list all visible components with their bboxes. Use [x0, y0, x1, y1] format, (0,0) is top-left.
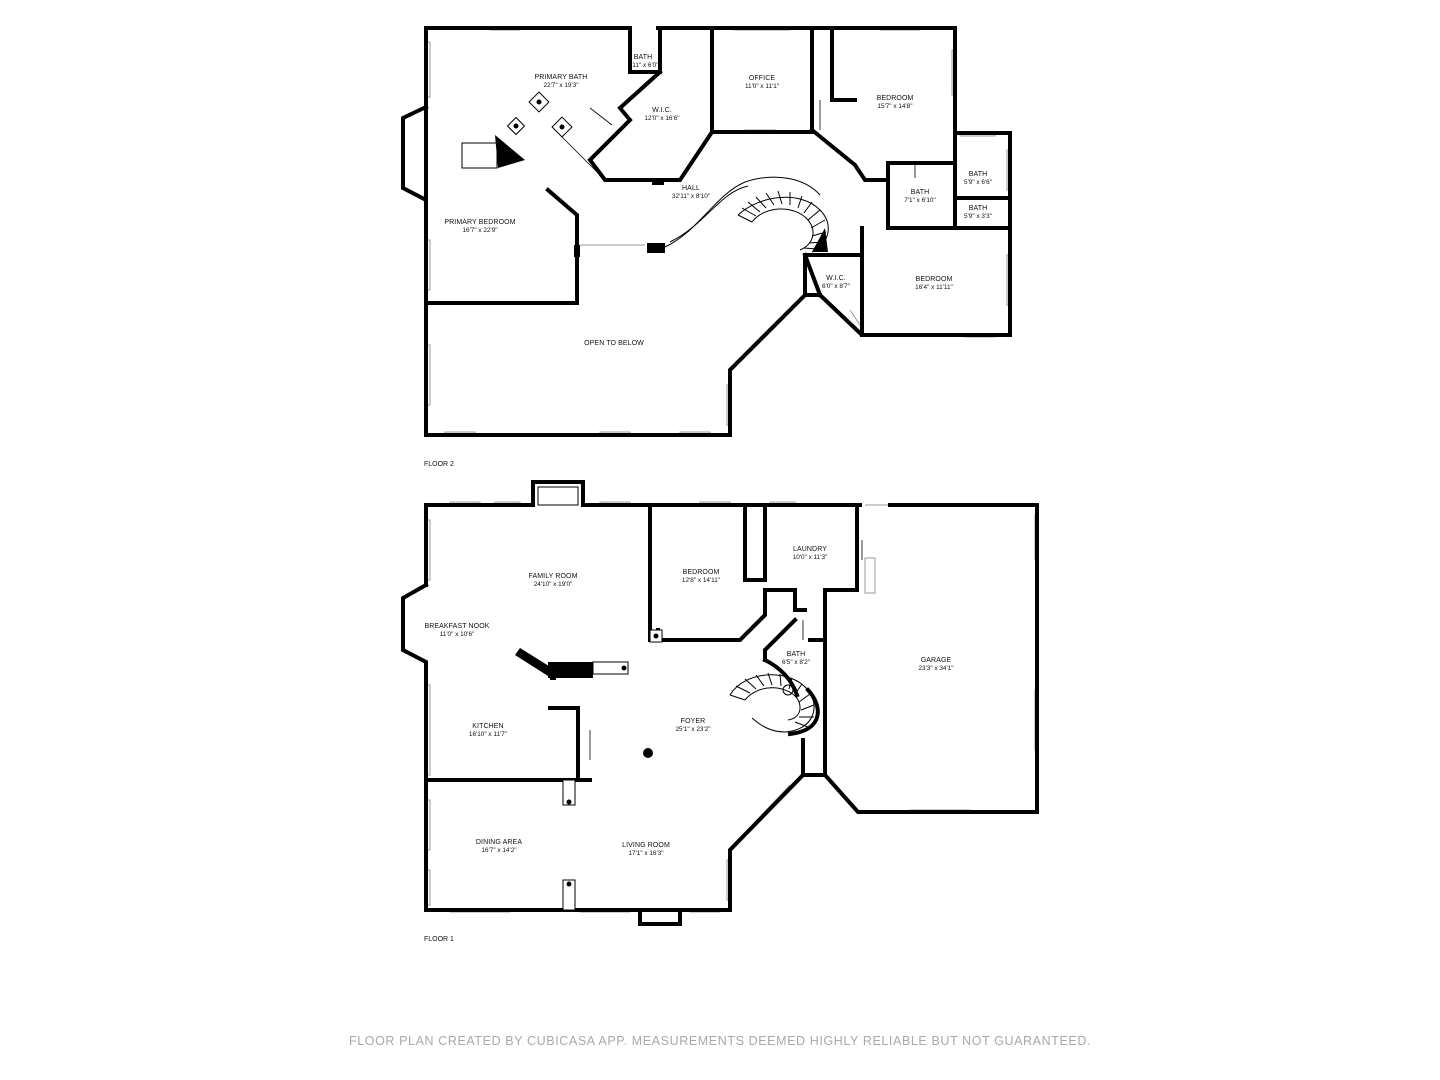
- floor-label: FLOOR 1: [424, 936, 454, 943]
- floor-1-interior-walls: [424, 503, 859, 911]
- room-dimensions: 16'4" x 11'11": [915, 284, 953, 291]
- room-dimensions: 5'9" x 3'3": [964, 213, 992, 220]
- room-dimensions: 5'9" x 6'6": [964, 179, 992, 186]
- room-dimensions: 24'10" x 19'0": [534, 581, 573, 588]
- room-dimensions: 16'10" x 11'7": [469, 731, 507, 738]
- room-dimensions: 23'3" x 34'1": [918, 665, 953, 672]
- floor-2-doors: [819, 100, 916, 210]
- room-name: BEDROOM: [916, 276, 953, 283]
- floor-1-labels: FAMILY ROOM 24'10" x 19'0" BEDROOM 12'8"…: [424, 546, 954, 943]
- room-dimensions: 17'1" x 16'3": [628, 850, 663, 857]
- floor-2-plan: PRIMARY BATH 22'7" x 19'3" BATH 2'11" x …: [401, 26, 1012, 468]
- room-dimensions: 15'7" x 14'8": [877, 103, 912, 110]
- room-dimensions: 12'0" x 16'6": [644, 115, 679, 122]
- room-name: BEDROOM: [683, 569, 720, 576]
- room-name: BATH: [634, 54, 653, 61]
- room-dimensions: 2'11" x 6'0": [627, 62, 658, 69]
- room-name: LIVING ROOM: [622, 842, 670, 849]
- room-name: PRIMARY BATH: [535, 74, 588, 81]
- room-name: BEDROOM: [877, 95, 914, 102]
- room-name: OPEN TO BELOW: [584, 340, 644, 347]
- room-name: LAUNDRY: [793, 546, 827, 553]
- room-name: KITCHEN: [472, 723, 503, 730]
- room-name: BREAKFAST NOOK: [424, 623, 489, 630]
- room-name: OFFICE: [749, 75, 775, 82]
- room-name: BATH: [969, 171, 988, 178]
- room-name: FAMILY ROOM: [528, 573, 577, 580]
- room-name: W.I.C.: [652, 107, 672, 114]
- room-dimensions: 12'8" x 14'11": [682, 577, 720, 584]
- room-dimensions: 7'1" x 6'10": [904, 197, 936, 204]
- floor-2-labels: PRIMARY BATH 22'7" x 19'3" BATH 2'11" x …: [424, 54, 992, 468]
- room-dimensions: 10'0" x 11'3": [793, 554, 828, 561]
- floor-1-doors: [589, 540, 863, 760]
- disclaimer-footer: FLOOR PLAN CREATED BY CUBICASA APP. MEAS…: [348, 1034, 1092, 1048]
- room-dimensions: 11'0" x 11'1": [745, 83, 779, 90]
- floor-1-exterior-walls: [401, 480, 1039, 912]
- floor-1-plan: FAMILY ROOM 24'10" x 19'0" BEDROOM 12'8"…: [401, 480, 1039, 943]
- room-dimensions: 6'0" x 8'7": [822, 283, 850, 290]
- floor-1-staircase: [729, 657, 820, 737]
- room-dimensions: 16'7" x 22'9": [462, 227, 497, 234]
- room-name: DINING AREA: [476, 839, 522, 846]
- room-name: BATH: [911, 189, 930, 196]
- room-dimensions: 32'11" x 8'10": [672, 193, 710, 200]
- room-name: BATH: [787, 651, 806, 658]
- floor-1-fireplaces: [537, 486, 682, 926]
- floor-label: FLOOR 2: [424, 461, 454, 468]
- room-dimensions: 22'7" x 19'3": [543, 82, 578, 89]
- room-dimensions: 6'5" x 8'2": [782, 659, 810, 666]
- room-name: BATH: [969, 205, 988, 212]
- room-name: W.I.C.: [826, 275, 846, 282]
- room-name: FOYER: [681, 718, 706, 725]
- floor-2-bath-fixtures: [506, 91, 613, 176]
- room-dimensions: 11'0" x 10'6": [440, 631, 475, 638]
- floor-2-interior-walls: [424, 26, 1012, 337]
- floor-2-windows: [426, 26, 1011, 436]
- room-dimensions: 16'7" x 14'2": [481, 847, 516, 854]
- floor-2-staircase: [664, 176, 829, 253]
- floor-2-fireplace: [461, 135, 525, 169]
- floor-1-windows: [426, 501, 1039, 913]
- room-name: PRIMARY BEDROOM: [444, 219, 515, 226]
- room-name: HALL: [682, 185, 700, 192]
- floor-1-kitchen-peninsula: [515, 648, 629, 680]
- room-name: GARAGE: [921, 657, 952, 664]
- room-dimensions: 25'1" x 23'2": [675, 726, 710, 733]
